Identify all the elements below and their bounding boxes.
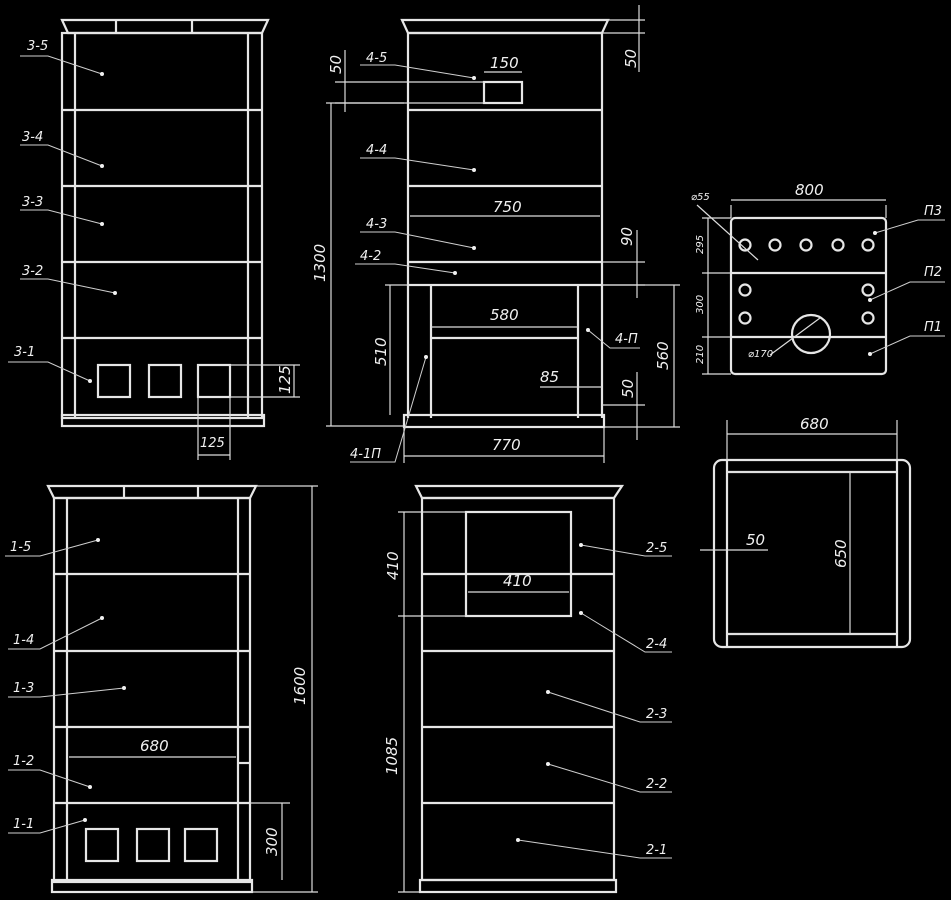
view-1: 680 1600 300 1-5 1-4 1-3 1-2 1-1 [5,484,318,894]
plate-width: 800 [795,181,824,199]
view-2: 410 410 1085 2-5 2-4 2-3 2-2 2-1 [383,484,672,894]
label-4-p: 4-П [615,332,638,347]
label-3-4: 3-4 [22,130,43,145]
plate-pipe-dia: ⌀170 [748,349,773,360]
label-2-3: 2-3 [646,707,667,722]
plate-row-1: 295 [695,235,706,254]
label-1-2: 1-2 [13,754,34,769]
dim-gap: 90 [618,227,636,246]
view1-inner: 680 [140,737,169,755]
view1-base: 300 [263,827,281,856]
label-p1: П1 [924,320,942,335]
label-3-5: 3-5 [27,39,48,54]
label-p3: П3 [924,204,942,219]
label-2-2: 2-2 [646,777,667,792]
frame-width: 680 [800,415,829,433]
label-1-4: 1-4 [13,633,34,648]
dim-slot: 150 [490,54,519,72]
label-4-5: 4-5 [366,51,387,66]
label-4-1p: 4-1П [350,447,381,462]
dim-right-h: 560 [654,341,672,370]
label-p2: П2 [924,265,942,280]
plate-view: 800 ⌀55 ⌀170 295 300 210 П3 П2 П1 [691,181,945,376]
view2-box-h: 410 [384,551,402,580]
dim-hole-width: 125 [200,436,225,451]
dim-opening: 580 [490,306,519,324]
dim-base-w: 770 [492,436,521,454]
label-4-3: 4-3 [366,217,387,232]
plate-row-3: 210 [695,345,706,364]
label-3-1: 3-1 [14,345,35,360]
dim-inner: 750 [493,198,522,216]
frame-height: 650 [832,539,850,568]
dim-base-gap: 50 [619,379,637,398]
view2-lower: 1085 [383,737,401,775]
label-2-4: 2-4 [646,637,667,652]
label-1-3: 1-3 [13,681,34,696]
dim-hole-height: 125 [276,365,294,394]
label-3-3: 3-3 [22,195,43,210]
plate-row-2: 300 [695,295,706,314]
view-3: 125 125 3-5 3-4 3-3 3-2 3-1 [8,18,300,460]
frame-view: 680 650 50 [700,415,912,649]
dim-top: 50 [622,49,640,68]
dim-left-top: 50 [327,55,345,74]
frame-side: 50 [746,531,765,549]
label-1-1: 1-1 [13,817,34,832]
label-4-2: 4-2 [360,249,381,264]
label-4-4: 4-4 [366,143,387,158]
label-2-1: 2-1 [646,843,667,858]
view2-box-w: 410 [503,572,532,590]
dim-open-h: 510 [372,337,390,366]
label-3-2: 3-2 [22,264,43,279]
view-4: 50 150 50 1300 750 90 580 510 560 85 50 … [311,5,680,463]
view1-height: 1600 [291,667,309,705]
plate-hole-dia: ⌀55 [691,192,710,203]
label-2-5: 2-5 [646,541,667,556]
dim-leg: 85 [540,368,559,386]
label-1-5: 1-5 [10,540,31,555]
dim-height: 1300 [311,244,329,282]
